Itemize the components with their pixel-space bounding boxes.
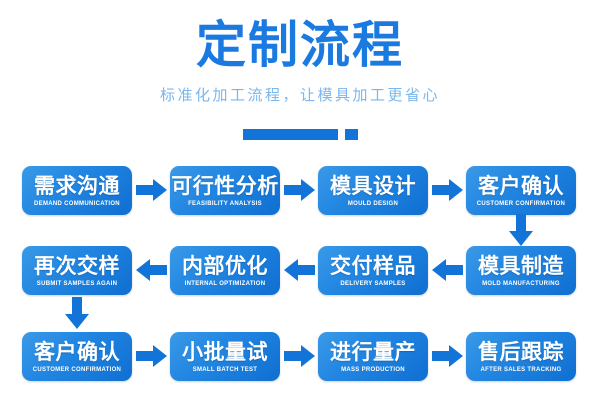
flow-node-title: 客户确认 xyxy=(34,339,120,364)
flow-node-mould-design[interactable]: 模具设计 MOULD DESIGN xyxy=(318,165,428,215)
arrow-right-icon xyxy=(283,179,315,201)
header: 定制流程 标准化加工流程，让模具加工更省心 xyxy=(0,0,600,155)
arrow-left-icon xyxy=(283,259,315,281)
flow-connector xyxy=(132,259,170,281)
arrow-left-icon xyxy=(431,259,463,281)
flow-connector xyxy=(280,259,318,281)
flow-node-title: 内部优化 xyxy=(182,253,268,278)
arrow-left-icon xyxy=(135,259,167,281)
header-divider xyxy=(0,128,600,140)
flow-node-after-sales-tracking[interactable]: 售后跟踪 AFTER SALES TRACKING xyxy=(466,331,576,381)
flow-node-title: 交付样品 xyxy=(330,253,416,278)
arrow-right-icon xyxy=(431,345,463,367)
flow-node-subtitle: SMALL BATCH TEST xyxy=(192,366,258,373)
arrow-right-icon xyxy=(283,345,315,367)
flow-row-2: 再次交样 SUBMIT SAMPLES AGAIN 内部优化 INTERNAL … xyxy=(0,245,600,295)
flow-node-subtitle: FEASIBILITY ANALYSIS xyxy=(188,200,262,207)
flow-node-subtitle: CUSTOMER CONFIRMATION xyxy=(476,200,566,207)
flow-connector xyxy=(280,179,318,201)
flow-node-subtitle: DEMAND COMMUNICATION xyxy=(34,200,120,207)
flow-node-mass-production[interactable]: 进行量产 MASS PRODUCTION xyxy=(318,331,428,381)
flow-connector xyxy=(132,345,170,367)
flow-node-small-batch-test[interactable]: 小批量试 SMALL BATCH TEST xyxy=(170,331,280,381)
flow-node-subtitle: SUBMIT SAMPLES AGAIN xyxy=(36,280,118,287)
flow-node-subtitle: DELIVERY SAMPLES xyxy=(340,280,406,287)
flow-node-mold-manufacturing[interactable]: 模具制造 MOLD MANUFACTURING xyxy=(466,245,576,295)
flow-node-subtitle: AFTER SALES TRACKING xyxy=(480,366,562,373)
flow-node-customer-confirmation-2[interactable]: 客户确认 CUSTOMER CONFIRMATION xyxy=(22,331,132,381)
arrow-right-icon xyxy=(431,179,463,201)
flow-node-feasibility-analysis[interactable]: 可行性分析 FEASIBILITY ANALYSIS xyxy=(170,165,280,215)
arrow-right-icon xyxy=(135,179,167,201)
flow-node-subtitle: MASS PRODUCTION xyxy=(341,366,405,373)
flow-connector xyxy=(428,259,466,281)
flow-node-demand-communication[interactable]: 需求沟通 DEMAND COMMUNICATION xyxy=(22,165,132,215)
flow-node-title: 模具设计 xyxy=(330,173,416,198)
flow-node-title: 再次交样 xyxy=(34,253,120,278)
page-subtitle: 标准化加工流程，让模具加工更省心 xyxy=(159,86,440,104)
flow-node-title: 需求沟通 xyxy=(34,173,120,198)
flow-node-subtitle: INTERNAL OPTIMIZATION xyxy=(184,280,266,287)
flow-node-title: 进行量产 xyxy=(330,339,416,364)
flow-node-customer-confirmation-1[interactable]: 客户确认 CUSTOMER CONFIRMATION xyxy=(466,165,576,215)
flow-node-title: 售后跟踪 xyxy=(478,339,564,364)
flow-node-subtitle: MOLD MANUFACTURING xyxy=(482,280,560,287)
flow-node-title: 小批量试 xyxy=(182,339,268,364)
arrow-right-icon xyxy=(135,345,167,367)
flow-node-subtitle: CUSTOMER CONFIRMATION xyxy=(32,366,122,373)
divider-bar xyxy=(242,128,338,140)
flow-node-title: 客户确认 xyxy=(478,173,564,198)
page-title: 定制流程 xyxy=(196,16,404,74)
flow-node-title: 模具制造 xyxy=(478,253,564,278)
arrow-down-icon-left xyxy=(65,297,89,329)
divider-square xyxy=(344,128,358,140)
flow-row-1: 需求沟通 DEMAND COMMUNICATION 可行性分析 FEASIBIL… xyxy=(0,165,600,215)
flow-connector xyxy=(428,179,466,201)
flow-connector xyxy=(132,179,170,201)
flow-node-title: 可行性分析 xyxy=(171,173,279,198)
flow-node-submit-samples-again[interactable]: 再次交样 SUBMIT SAMPLES AGAIN xyxy=(22,245,132,295)
flow-node-internal-optimization[interactable]: 内部优化 INTERNAL OPTIMIZATION xyxy=(170,245,280,295)
flow-connector xyxy=(428,345,466,367)
flow-connector xyxy=(280,345,318,367)
arrow-down-icon-right xyxy=(509,214,533,246)
flow-row-3: 客户确认 CUSTOMER CONFIRMATION 小批量试 SMALL BA… xyxy=(0,331,600,381)
flow-node-subtitle: MOULD DESIGN xyxy=(347,200,399,207)
flow-node-delivery-samples[interactable]: 交付样品 DELIVERY SAMPLES xyxy=(318,245,428,295)
